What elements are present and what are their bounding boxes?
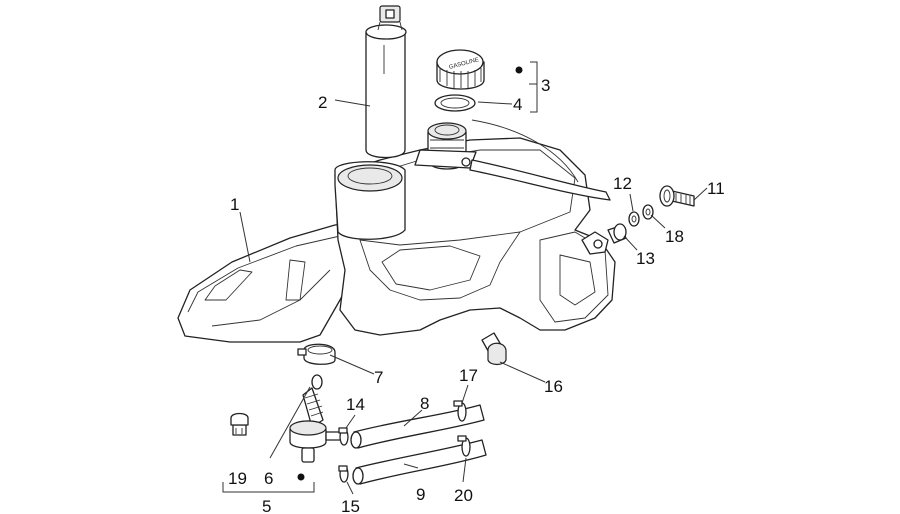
rubber-grommet <box>607 223 627 244</box>
spacer-washer <box>628 211 640 227</box>
bolt <box>659 185 695 207</box>
callout-1: 1 <box>230 195 239 214</box>
callout-8: 8 <box>420 394 429 413</box>
callout-15: 15 <box>341 497 360 514</box>
callout-3-dot <box>515 66 523 74</box>
fuel-level-sender <box>365 5 407 159</box>
clamp-14 <box>338 427 349 446</box>
callout-11: 11 <box>707 179 725 198</box>
callout-12: 12 <box>613 174 632 193</box>
fuel-hose-upper <box>350 404 485 449</box>
hose-clip <box>297 343 336 365</box>
fuel-cap: GASOLINE <box>436 49 485 90</box>
callout-19: 19 <box>228 469 247 488</box>
hose-holder <box>481 332 507 366</box>
fuel-tap-dot <box>297 473 305 481</box>
callout-2: 2 <box>318 93 327 112</box>
callout-9: 9 <box>416 485 425 504</box>
callout-17: 17 <box>459 366 478 385</box>
callout-16: 16 <box>544 377 563 396</box>
clamp-20 <box>457 435 471 457</box>
leader-lines <box>222 61 708 495</box>
washer <box>642 204 654 220</box>
callout-13: 13 <box>636 249 655 268</box>
drain-plug <box>230 412 249 436</box>
callout-6: 6 <box>264 469 273 488</box>
cap-gasket <box>434 94 476 112</box>
callout-3: 3 <box>541 76 550 95</box>
callout-14: 14 <box>346 395 365 414</box>
callout-20: 20 <box>454 486 473 505</box>
callout-7: 7 <box>374 368 383 387</box>
fuel-tank <box>177 119 616 343</box>
fuel-tap <box>289 387 346 481</box>
clamp-15 <box>338 465 349 483</box>
callout-5: 5 <box>262 497 271 514</box>
fuel-hose-lower <box>352 439 487 485</box>
callout-4: 4 <box>513 95 522 114</box>
callout-18: 18 <box>665 227 684 246</box>
o-ring <box>311 374 323 390</box>
